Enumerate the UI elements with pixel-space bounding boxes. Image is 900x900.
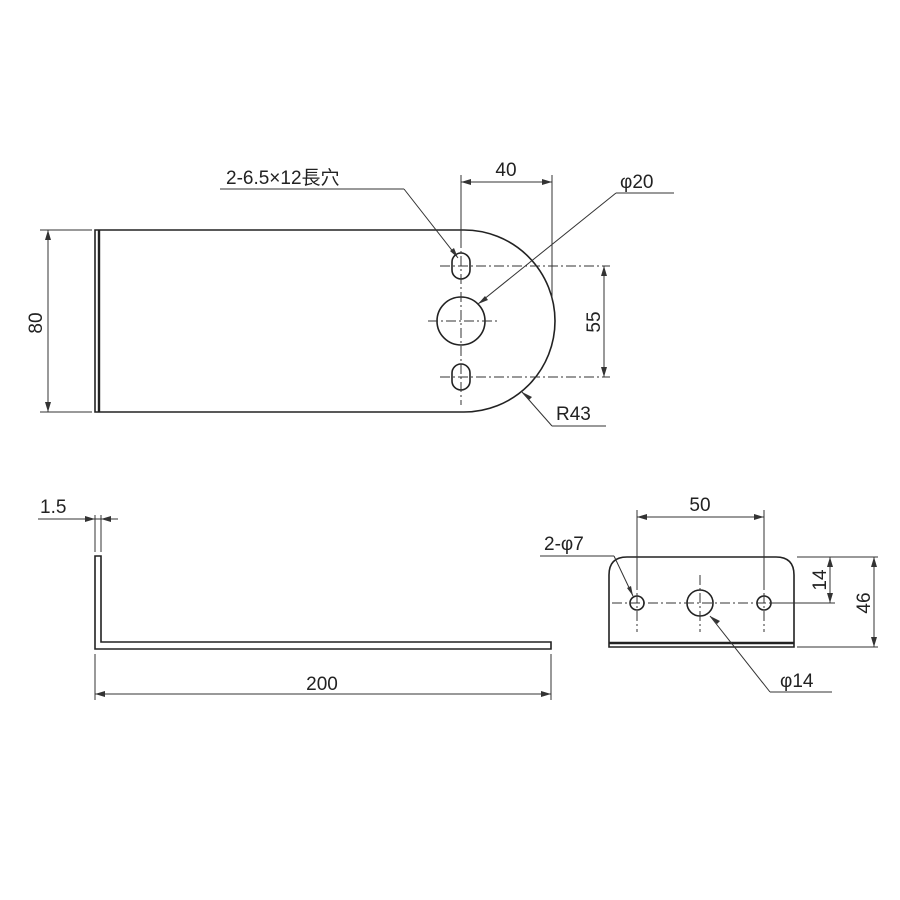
front-view-outline <box>608 556 795 648</box>
r43-label: R43 <box>556 404 591 425</box>
dim-46-label: 46 <box>854 592 875 613</box>
top-view: 80 40 55 2-6.5×12長穴 φ20 R43 <box>26 160 674 427</box>
dim-50-label: 50 <box>689 495 710 516</box>
dim-200-label: 200 <box>306 674 338 695</box>
side-view-profile <box>94 555 552 650</box>
phi20-label: φ20 <box>620 172 653 193</box>
dim-40-label: 40 <box>495 160 516 181</box>
holes-phi7-label: 2-φ7 <box>544 534 584 555</box>
dim-14-label: 14 <box>810 569 831 591</box>
thickness-label: 1.5 <box>40 497 66 518</box>
dim-80-label: 80 <box>26 312 47 333</box>
slot-callout-label: 2-6.5×12長穴 <box>226 167 340 189</box>
side-view: 1.5 200 <box>38 497 552 700</box>
dim-55-label: 55 <box>584 311 605 332</box>
front-view: 50 2-φ7 14 46 φ14 <box>540 495 878 693</box>
phi14-label: φ14 <box>780 671 814 692</box>
top-view-outline <box>94 229 556 413</box>
